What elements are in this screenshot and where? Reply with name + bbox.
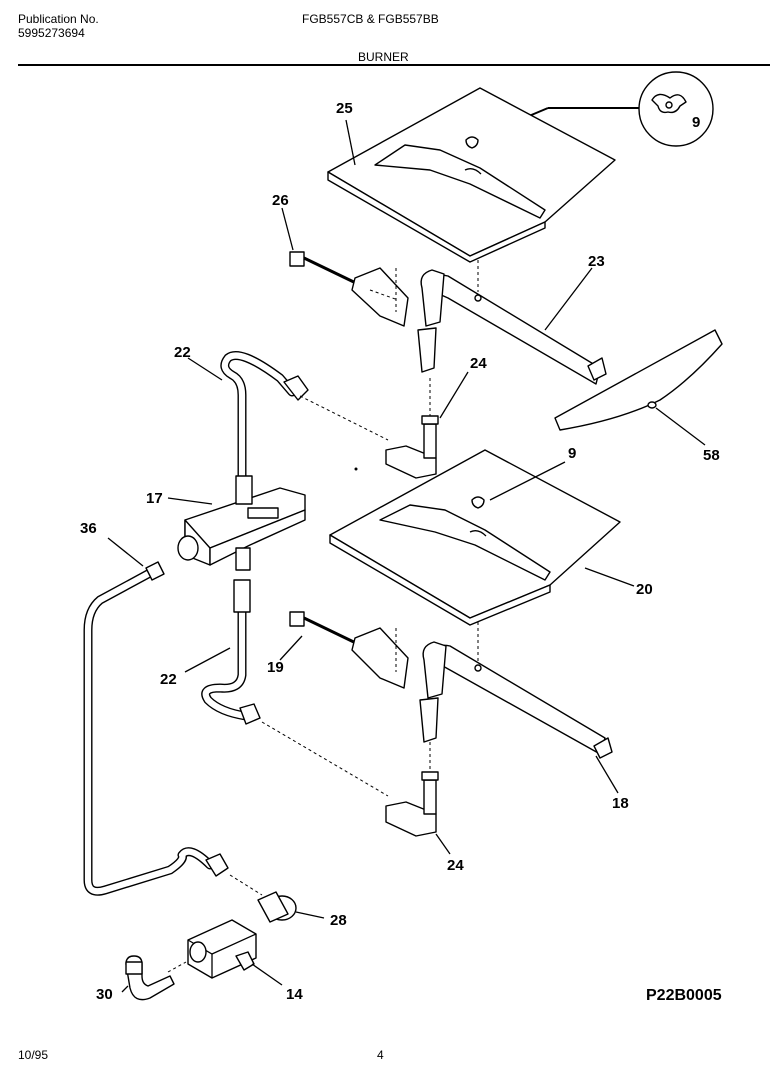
model-numbers: FGB557CB & FGB557BB [302, 12, 439, 26]
callout-22-bottom: 22 [160, 671, 177, 688]
valve-manifold: 17 [146, 475, 306, 571]
callout-24-bottom: 24 [447, 857, 464, 874]
lower-burner-tube: 18 [419, 622, 629, 812]
elbow-fitting: 30 [96, 955, 187, 1003]
main-supply-tube: 36 [80, 520, 229, 896]
heat-shield-58: 58 [554, 329, 723, 464]
upper-gas-tubing: 22 [174, 344, 389, 490]
diagram-code: P22B0005 [646, 987, 722, 1004]
callout-36: 36 [80, 520, 97, 537]
callout-58: 58 [703, 447, 720, 464]
callout-9: 9 [568, 445, 576, 462]
callout-14: 14 [286, 986, 303, 1003]
upper-burner-shield: 25 [327, 87, 616, 263]
publication-block: Publication No. 5995273694 [18, 12, 99, 40]
lower-burner-shield: 9 20 [329, 445, 653, 626]
callout-20: 20 [636, 581, 653, 598]
callout-24-top: 24 [470, 355, 487, 372]
callout-25: 25 [336, 100, 353, 117]
upper-orifice-holder: 24 [385, 355, 487, 479]
publication-label: Publication No. [18, 12, 99, 26]
callout-26: 26 [272, 192, 289, 209]
publication-number: 5995273694 [18, 26, 85, 40]
callout-22-top: 22 [174, 344, 191, 361]
upper-burner-tube: 23 [417, 253, 607, 385]
lower-gas-tubing: 22 [160, 579, 389, 797]
callout-23: 23 [588, 253, 605, 270]
header-rule [18, 64, 770, 66]
footer-date: 10/95 [18, 1048, 49, 1062]
callout-9-inset: 9 [692, 114, 700, 131]
section-title: BURNER [358, 50, 409, 64]
callout-18: 18 [612, 795, 629, 812]
callout-30: 30 [96, 986, 113, 1003]
callout-19: 19 [267, 659, 284, 676]
regulator-fitting: 28 [229, 874, 347, 929]
callout-17: 17 [146, 490, 163, 507]
footer-page-number: 4 [377, 1048, 384, 1062]
lower-igniter: 19 [267, 611, 409, 689]
callout-28: 28 [330, 912, 347, 929]
pressure-regulator: 14 [187, 919, 303, 1003]
diagram-mark [354, 467, 358, 471]
lower-orifice-holder: 24 [385, 742, 464, 874]
upper-igniter: 26 [272, 192, 409, 327]
